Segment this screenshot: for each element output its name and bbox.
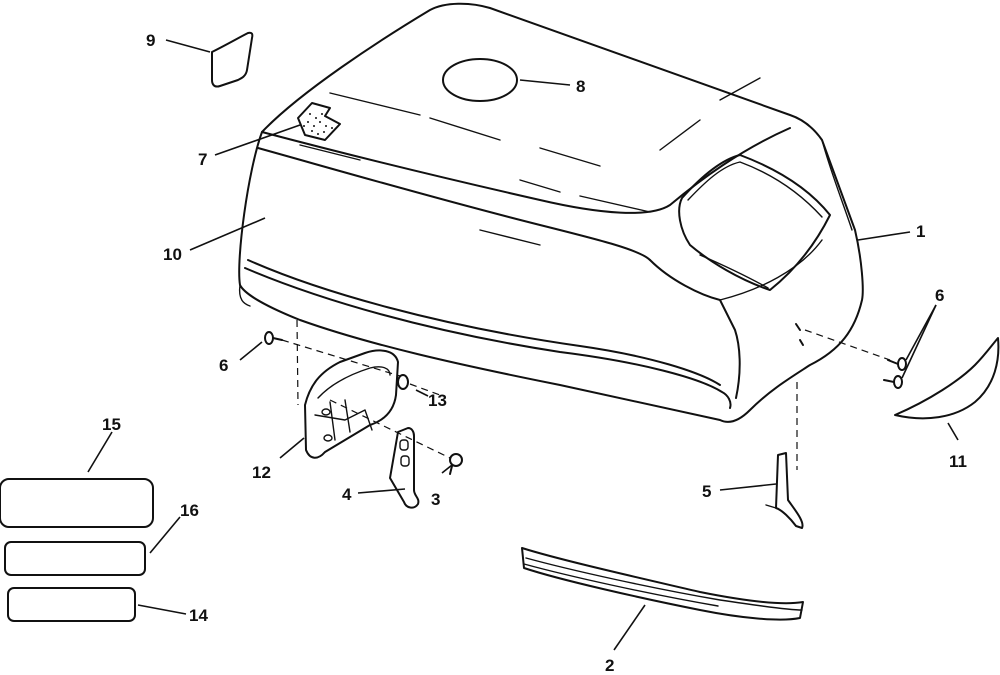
- decal-rect-15: [0, 478, 154, 528]
- decal-rect-16: [4, 541, 146, 576]
- callout-12: 12: [252, 463, 271, 482]
- seal-strip: [521, 547, 804, 621]
- callout-5: 5: [702, 482, 711, 501]
- screw: [449, 453, 463, 475]
- engine-cover: [238, 2, 864, 423]
- hook-bracket: [765, 452, 804, 529]
- callout-8: 8: [576, 77, 585, 96]
- callout-13: 13: [428, 391, 447, 410]
- screw-left: [264, 331, 283, 345]
- callout-1: 1: [916, 222, 925, 241]
- assembly-lines: [281, 319, 891, 470]
- circular-decal: [442, 58, 518, 102]
- callout-9: 9: [146, 31, 155, 50]
- latch-bracket: [304, 349, 399, 459]
- callout-labels: 1 2 3 4 5 6 6 7 8 9 10 11 12 13 14 15 16: [102, 31, 967, 675]
- callout-4: 4: [342, 485, 352, 504]
- decal-rect-14: [7, 587, 136, 622]
- callout-7: 7: [198, 150, 207, 169]
- callout-2: 2: [605, 656, 614, 675]
- callout-10: 10: [163, 245, 182, 264]
- leader-lines: [87, 39, 959, 651]
- callout-3: 3: [431, 490, 440, 509]
- screws-right: [883, 357, 907, 389]
- latch-plate: [389, 427, 420, 509]
- callout-11: 11: [949, 452, 967, 471]
- callout-15: 15: [102, 415, 121, 434]
- crescent-emblem: [894, 337, 1000, 420]
- callout-6-left: 6: [219, 356, 228, 375]
- callout-6-right: 6: [935, 286, 944, 305]
- perforated-pad: [297, 102, 341, 141]
- small-decal: [211, 31, 254, 88]
- callout-14: 14: [189, 606, 208, 625]
- washer: [397, 374, 409, 390]
- callout-16: 16: [180, 501, 199, 520]
